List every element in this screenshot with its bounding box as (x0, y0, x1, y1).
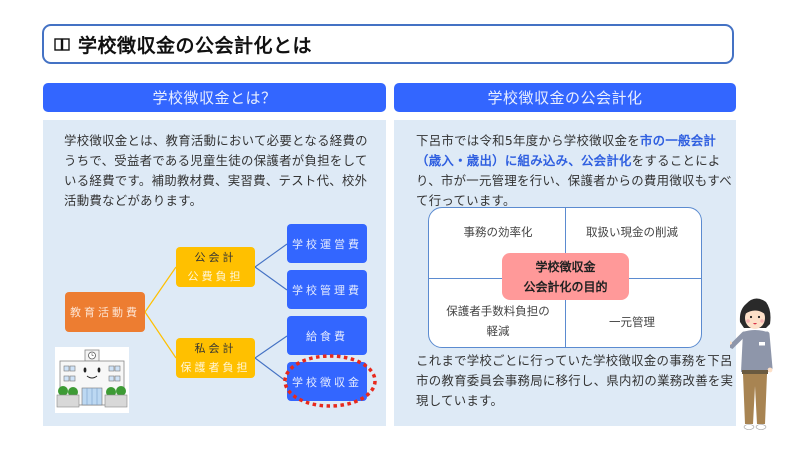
paragraph-text: をすることにより、市が一元管理を行い、保護者からの費用徴収もすべて行っています。 (416, 153, 732, 208)
branch-private-title: 私会計 (194, 342, 237, 355)
diagram-root-box: 教育活動費 (65, 292, 145, 332)
diagram-root-label: 教育活動費 (70, 306, 140, 319)
leaf-label: 学校徴収金 (292, 375, 362, 389)
paragraph-text: 下呂市では令和5年度から学校徴収金を (416, 133, 640, 148)
section-header-left: 学校徴収金とは？ (43, 83, 386, 112)
branch-public-title: 公会計 (194, 251, 237, 264)
purpose-efficiency: 事務の効率化 (463, 225, 533, 239)
fee-reduction-line1: 保護者手数料負担の (446, 304, 550, 318)
diagram-leaf-box: 給食費 (287, 316, 367, 355)
purpose-center-box: 学校徴収金 公会計化の目的 (502, 253, 629, 300)
definition-paragraph: 学校徴収金とは、教育活動において必要となる経費のうちで、受益者である児童生徒の保… (64, 133, 368, 208)
open-book-icon (54, 37, 70, 51)
diagram-leaf-box: 学校運営費 (287, 224, 367, 263)
migration-paragraph: これまで学校ごとに行っていた学校徴収金の事務を下呂市の教育委員会事務局に移行し、… (416, 353, 734, 408)
public-accounting-paragraph: 下呂市では令和5年度から学校徴収金を市の一般会計（歳入・歳出）に組み込み、公会計… (416, 131, 736, 211)
branch-private-subtitle: 保護者負担 (180, 361, 251, 374)
purpose-center-line2: 公会計化の目的 (523, 279, 608, 294)
leaf-label: 給食費 (306, 329, 348, 343)
diagram-leaf-box-highlighted: 学校徴収金 (287, 362, 367, 401)
purpose-cash-reduction: 取扱い現金の削減 (586, 225, 678, 239)
highlight-ring (283, 354, 377, 408)
leaf-label: 学校管理費 (292, 283, 362, 297)
purpose-center-line1: 学校徴収金 (535, 259, 596, 274)
school-building-illustration (55, 347, 129, 413)
diagram-branch-public: 公会計 公費負担 (176, 247, 255, 287)
page-title-box: 学校徴収金の公会計化とは (42, 24, 734, 64)
section-header-right: 学校徴収金の公会計化 (394, 83, 736, 112)
purpose-centralized-management: 一元管理 (609, 315, 655, 329)
page-title: 学校徴収金の公会計化とは (78, 34, 313, 57)
diagram-leaf-box: 学校管理費 (287, 270, 367, 309)
purpose-fee-reduction: 保護者手数料負担の 軽減 (436, 301, 560, 341)
branch-public-subtitle: 公費負担 (187, 270, 244, 283)
leaf-label: 学校運営費 (292, 237, 362, 251)
staff-woman-illustration (730, 298, 773, 430)
highlighted-text: 市の一般会計（歳入・歳出）に組み込み、公会計化 (416, 133, 717, 168)
diagram-branch-private: 私会計 保護者負担 (176, 338, 255, 378)
fee-reduction-line2: 軽減 (486, 324, 510, 338)
